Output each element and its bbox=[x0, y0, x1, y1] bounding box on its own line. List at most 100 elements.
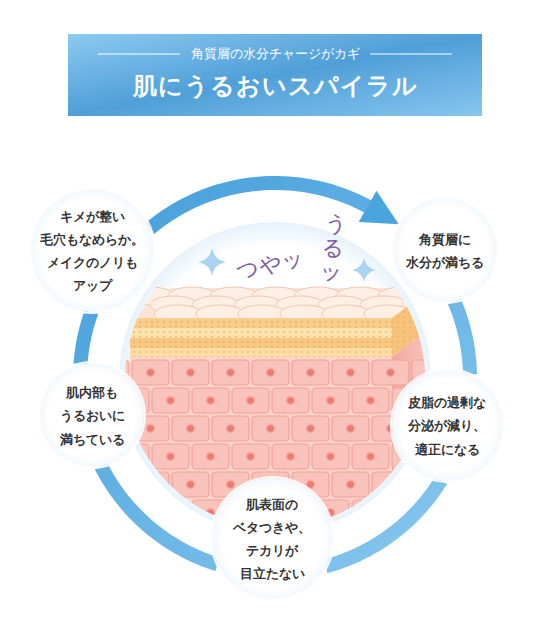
step-circle: 皮脂の過剰な 分泌が減り、 適正になる bbox=[392, 370, 503, 481]
skin-cell bbox=[392, 556, 429, 581]
cell-nucleus bbox=[287, 453, 295, 461]
cell-nucleus bbox=[327, 397, 335, 405]
cell-nucleus bbox=[347, 481, 355, 489]
skin-cell bbox=[252, 360, 289, 385]
skin-cell bbox=[232, 444, 269, 469]
skin-cell bbox=[332, 416, 369, 441]
skin-cell bbox=[432, 556, 469, 581]
title: 肌にうるおいスパイラル bbox=[0, 70, 550, 102]
skin-cell bbox=[92, 528, 129, 553]
skin-cell bbox=[372, 472, 409, 497]
skin-cell bbox=[152, 500, 189, 525]
step-text: 肌表面の ベタつきや、 テカリが 目立たない bbox=[233, 497, 311, 582]
cell-nucleus bbox=[227, 425, 235, 433]
step-text: 角質層に 水分が満ちる bbox=[406, 232, 484, 270]
skin-cell bbox=[352, 500, 389, 525]
skin-cell bbox=[312, 388, 349, 413]
cell-nucleus bbox=[447, 565, 455, 573]
skin-cell bbox=[332, 472, 369, 497]
skin-cell bbox=[212, 416, 249, 441]
text-wrap: 皮脂の過剰な 分泌が減り、 適正になる bbox=[408, 390, 486, 460]
skin-cell bbox=[272, 388, 309, 413]
cell-nucleus bbox=[347, 537, 355, 545]
sparkle bbox=[198, 248, 226, 276]
skin-cell bbox=[152, 444, 189, 469]
cell-nucleus bbox=[187, 369, 195, 377]
cell-nucleus bbox=[207, 509, 215, 517]
skin-cell bbox=[252, 416, 289, 441]
step-circle: キメが整い 毛穴もなめらか。 メイクのノリも アップ bbox=[31, 189, 154, 312]
skin-cell bbox=[192, 388, 229, 413]
skin-cell bbox=[232, 388, 269, 413]
cell-nucleus bbox=[307, 369, 315, 377]
skin-cell bbox=[172, 416, 209, 441]
cell-nucleus bbox=[167, 509, 175, 517]
rule-line bbox=[370, 54, 452, 55]
step-text: キメが整い 毛穴もなめらか。 メイクのノリも アップ bbox=[40, 209, 144, 294]
skin-cell bbox=[192, 444, 229, 469]
cell-nucleus bbox=[407, 565, 415, 573]
skin-cell bbox=[352, 444, 389, 469]
cell-nucleus bbox=[307, 481, 315, 489]
cell-nucleus bbox=[307, 425, 315, 433]
skin-cell bbox=[152, 556, 189, 581]
cell-nucleus bbox=[387, 369, 395, 377]
cell-nucleus bbox=[367, 509, 375, 517]
text-wrap: キメが整い 毛穴もなめらか。 メイクのノリも アップ bbox=[40, 204, 144, 297]
subtitle: 角質層の水分チャージがカギ bbox=[0, 45, 550, 63]
skin-cell bbox=[132, 360, 169, 385]
step-text: 皮脂の過剰な 分泌が減り、 適正になる bbox=[408, 395, 486, 456]
horny-texture bbox=[130, 318, 392, 357]
cell-nucleus bbox=[267, 369, 275, 377]
cell-nucleus bbox=[387, 481, 395, 489]
cell-nucleus bbox=[267, 425, 275, 433]
cell-nucleus bbox=[147, 425, 155, 433]
cycle-arrow bbox=[325, 480, 441, 566]
cell-nucleus bbox=[127, 453, 135, 461]
skin-cell bbox=[432, 500, 469, 525]
cell-nucleus bbox=[347, 369, 355, 377]
step-text: 肌内部も うるおいに 満ちている bbox=[60, 385, 125, 446]
step-circle: 角質層に 水分が満ちる bbox=[393, 198, 497, 302]
text-wrap: 肌表面の ベタつきや、 テカリが 目立たない bbox=[233, 492, 311, 585]
cell-nucleus bbox=[367, 397, 375, 405]
cell-nucleus bbox=[167, 453, 175, 461]
skin-cell bbox=[332, 360, 369, 385]
cell-nucleus bbox=[367, 565, 375, 573]
cell-nucleus bbox=[227, 369, 235, 377]
step-circle: 肌表面の ベタつきや、 テカリが 目立たない bbox=[212, 478, 333, 599]
skin-cell bbox=[132, 472, 169, 497]
cell-nucleus bbox=[247, 453, 255, 461]
cell-nucleus bbox=[107, 537, 115, 545]
cycle-arrow bbox=[101, 466, 217, 564]
skin-cell bbox=[292, 416, 329, 441]
skin-cell bbox=[272, 444, 309, 469]
text-wrap: 肌内部も うるおいに 満ちている bbox=[60, 380, 125, 450]
sparkle bbox=[352, 258, 376, 282]
cycle-arrow bbox=[80, 311, 91, 364]
cell-nucleus bbox=[207, 397, 215, 405]
cell-nucleus bbox=[327, 453, 335, 461]
text-wrap: 角質層に 水分が満ちる bbox=[406, 227, 484, 273]
skin-cell bbox=[352, 388, 389, 413]
cell-nucleus bbox=[187, 481, 195, 489]
cell-nucleus bbox=[147, 481, 155, 489]
cycle-arrow bbox=[454, 301, 470, 374]
skin-cell bbox=[312, 444, 349, 469]
rule-line bbox=[98, 54, 180, 55]
cell-nucleus bbox=[167, 397, 175, 405]
skin-cell bbox=[412, 528, 449, 553]
cell-nucleus bbox=[427, 537, 435, 545]
cell-nucleus bbox=[287, 397, 295, 405]
cell-nucleus bbox=[127, 565, 135, 573]
cell-nucleus bbox=[367, 453, 375, 461]
step-circle: 肌内部も うるおいに 満ちている bbox=[40, 363, 144, 467]
cell-nucleus bbox=[207, 453, 215, 461]
skin-cell bbox=[172, 360, 209, 385]
skin-cell bbox=[292, 360, 329, 385]
cell-nucleus bbox=[187, 537, 195, 545]
cell-nucleus bbox=[347, 425, 355, 433]
skin-cell bbox=[212, 360, 249, 385]
skin-cell bbox=[152, 388, 189, 413]
cell-nucleus bbox=[147, 369, 155, 377]
